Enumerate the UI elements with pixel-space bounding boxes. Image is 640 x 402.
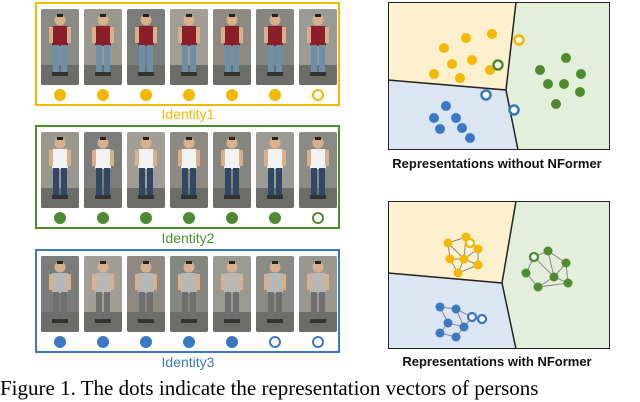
without-nformer-diagram: [388, 2, 610, 150]
person-photo: [170, 9, 208, 85]
panel-caption-without: Representations without NFormer: [392, 156, 602, 171]
panel-border: [388, 2, 610, 150]
person-photo: [41, 132, 79, 208]
person-photo: [213, 132, 251, 208]
person-photo: [127, 256, 165, 332]
boundary-line: [501, 201, 517, 284]
identity1-panel: [35, 2, 340, 106]
identity-dot: [226, 89, 238, 101]
identity-dot: [97, 212, 109, 224]
hollow-point: [492, 59, 504, 71]
person-photo: [127, 9, 165, 85]
blue-points: [429, 101, 475, 143]
identity3-label: Identity3: [161, 354, 215, 370]
person-photo: [170, 132, 208, 208]
identity-dot: [226, 336, 238, 348]
boundary-line: [505, 2, 517, 91]
person-photo: [299, 132, 337, 208]
identity3-panel: [35, 249, 340, 353]
identity-dot: [54, 89, 66, 101]
identity-dot-hollow: [312, 212, 324, 224]
identity-dot-hollow: [269, 336, 281, 348]
figure-caption: Figure 1. The dots indicate the represen…: [0, 376, 539, 400]
person-photo: [213, 9, 251, 85]
identity-dot: [183, 89, 195, 101]
yellow-points: [429, 29, 497, 83]
hollow-point: [528, 251, 540, 263]
identity-dot: [226, 212, 238, 224]
region-identity2: [506, 2, 610, 150]
person-photo: [84, 132, 122, 208]
hollow-point: [464, 237, 476, 249]
hollow-point: [466, 311, 478, 323]
person-photo: [256, 256, 294, 332]
person-photo: [256, 132, 294, 208]
panel-caption-with: Representations with NFormer: [402, 354, 592, 369]
person-photo: [41, 256, 79, 332]
hollow-point: [513, 34, 525, 46]
blue-graph: [439, 306, 483, 338]
identity-dot: [97, 89, 109, 101]
person-photo: [127, 132, 165, 208]
green-points: [521, 246, 573, 292]
hollow-point: [480, 89, 492, 101]
region-identity1: [388, 2, 516, 90]
identity-dot-hollow: [312, 89, 324, 101]
person-photo: [84, 256, 122, 332]
person-photo: [299, 256, 337, 332]
identity-dot-hollow: [312, 336, 324, 348]
blue-points: [435, 302, 469, 342]
person-photo: [41, 9, 79, 85]
identity-dot: [269, 212, 281, 224]
green-points: [535, 53, 586, 109]
identity-dot: [54, 336, 66, 348]
identity-dot: [140, 89, 152, 101]
identity-dot: [97, 336, 109, 348]
person-photo: [213, 256, 251, 332]
with-nformer-diagram: [388, 201, 610, 349]
identity-dot: [183, 212, 195, 224]
person-photo: [84, 9, 122, 85]
identity-dot: [269, 89, 281, 101]
person-photo: [299, 9, 337, 85]
hollow-point: [476, 313, 488, 325]
identity2-panel: [35, 125, 340, 229]
identity2-label: Identity2: [161, 230, 215, 246]
person-photo: [170, 256, 208, 332]
panel-border: [388, 201, 610, 349]
identity1-label: Identity1: [161, 106, 215, 122]
identity-dot: [140, 212, 152, 224]
identity-dot: [54, 212, 66, 224]
person-photo: [256, 9, 294, 85]
identity-dot: [140, 336, 152, 348]
hollow-point: [508, 104, 520, 116]
identity-dot: [183, 336, 195, 348]
